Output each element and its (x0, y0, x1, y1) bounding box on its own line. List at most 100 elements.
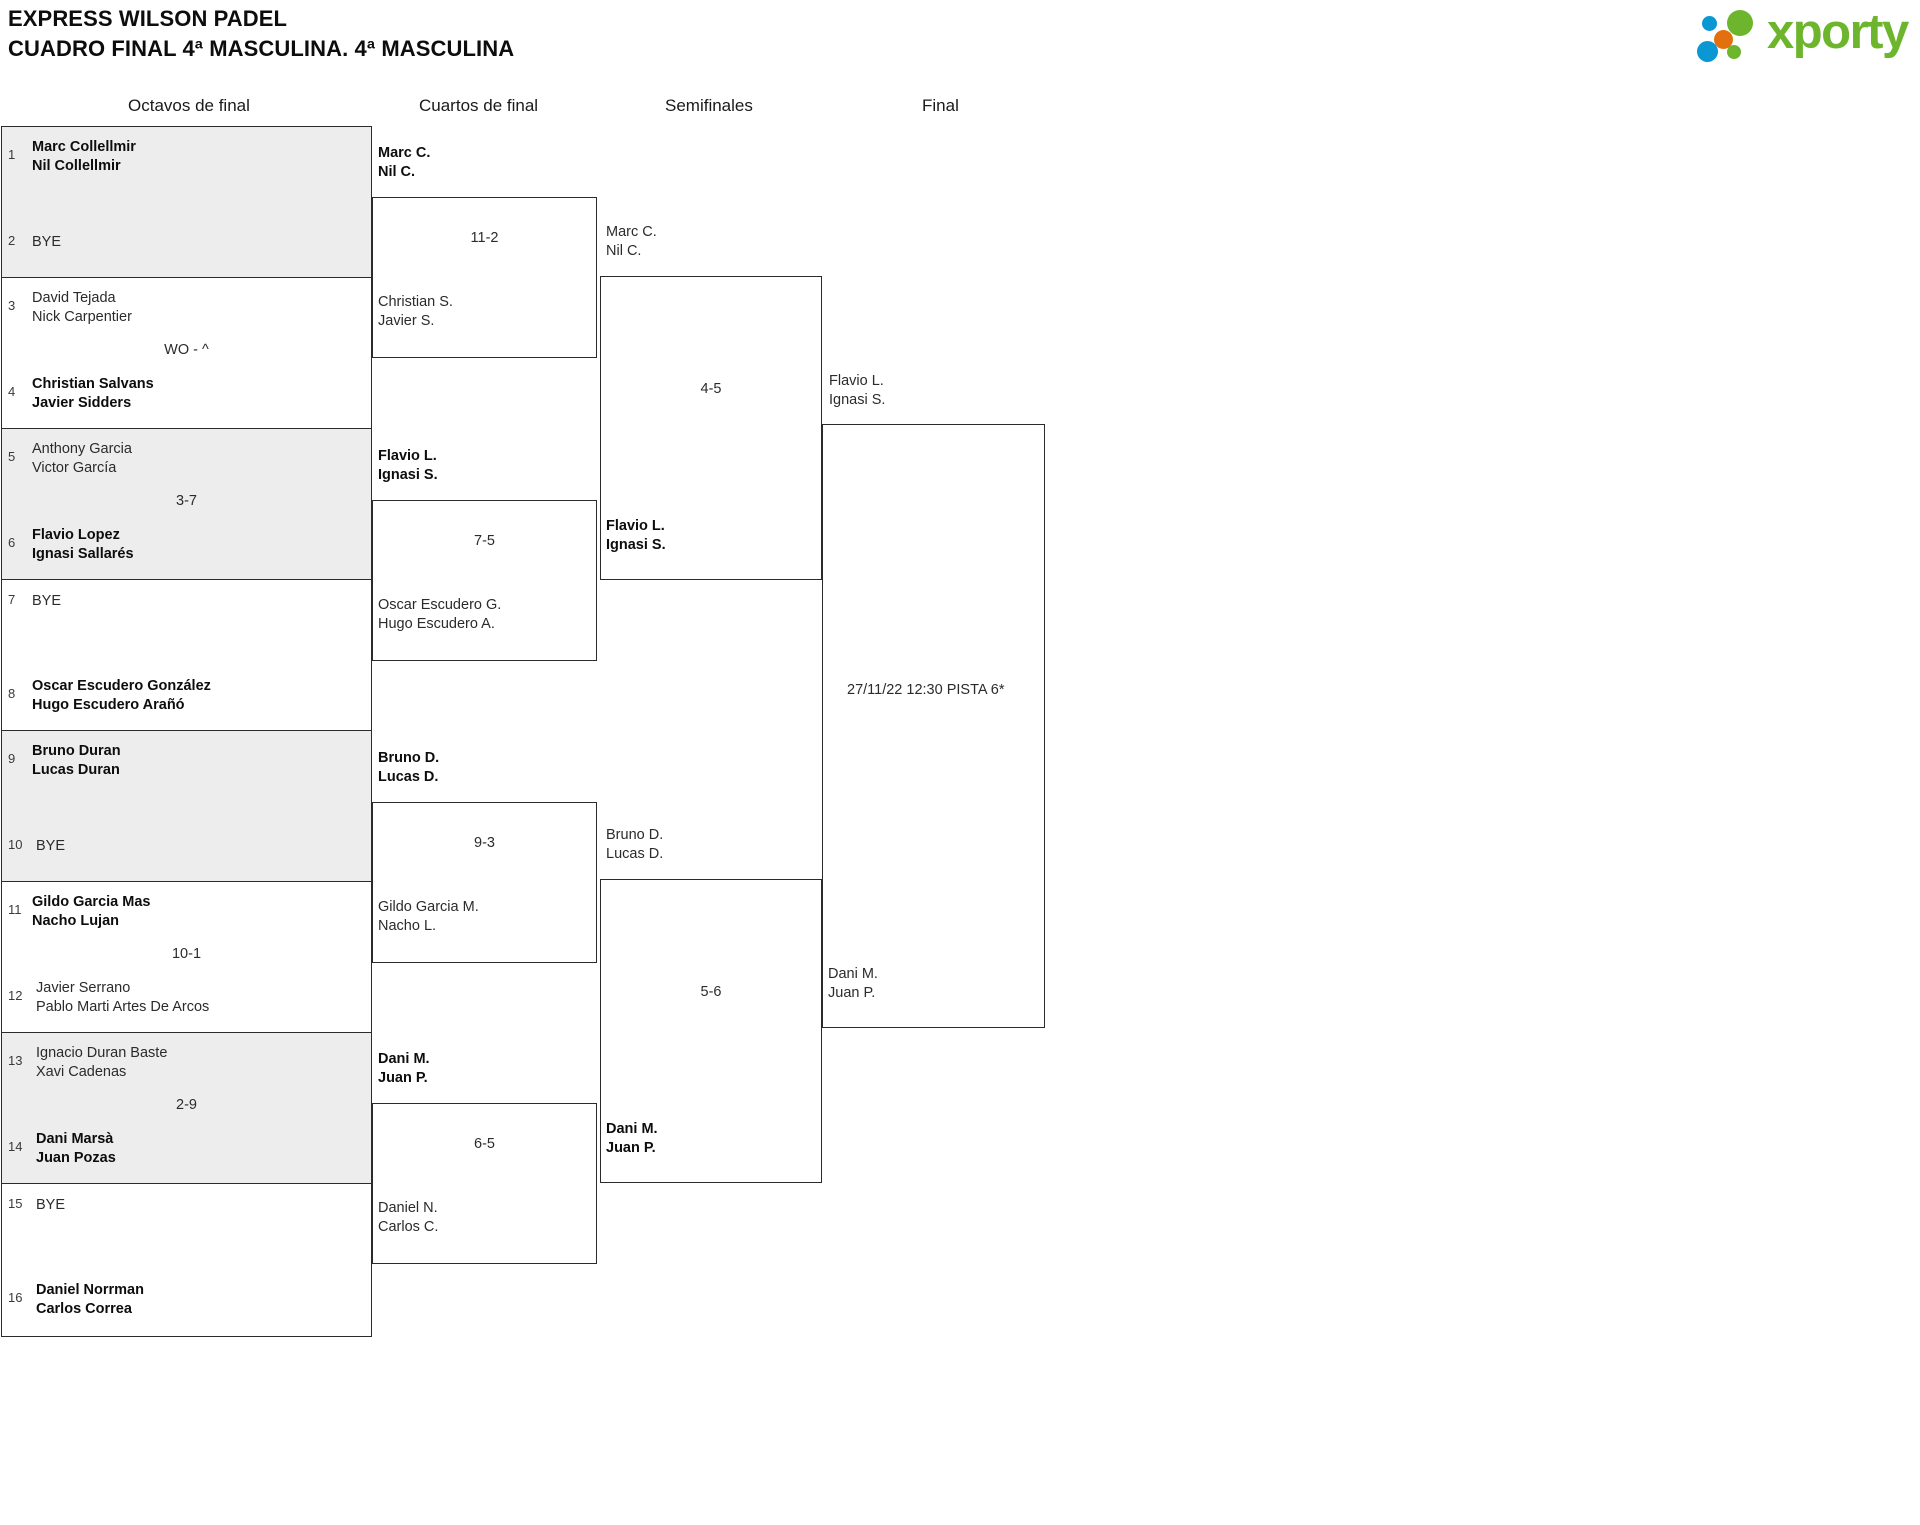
qf-player-name: Lucas D. (378, 769, 439, 785)
match-score: 2-9 (176, 1097, 197, 1113)
sf-player-name: Ignasi S. (606, 537, 666, 553)
column-header-final: Final (922, 96, 959, 115)
match-score: 5-6 (700, 984, 722, 1000)
player-name: Victor García (32, 460, 117, 476)
qf-player-name: Juan P. (378, 1070, 428, 1086)
round-of-16-column: 1 Marc Collellmir Nil Collellmir 2 BYE 3… (1, 126, 372, 1337)
seed-number: 16 (8, 1290, 23, 1305)
match-score: 10-1 (171, 946, 202, 962)
qf-player-name: Hugo Escudero A. (378, 616, 495, 632)
qf-player-name: Nil C. (378, 164, 416, 180)
player-name: Oscar Escudero González (32, 678, 211, 694)
qf-player-name: Christian S. (378, 294, 453, 310)
seed-number: 8 (8, 686, 16, 701)
player-name: Gildo Garcia Mas (32, 894, 151, 910)
player-name: BYE (32, 593, 62, 609)
qf-player-name: Daniel N. (378, 1200, 438, 1216)
player-name: Javier Sidders (32, 395, 132, 411)
final-player-name: Dani M. (828, 966, 878, 982)
r16-match[interactable]: 9 Bruno Duran Lucas Duran 10 BYE (2, 731, 371, 882)
seed-number: 14 (8, 1139, 23, 1154)
player-name: Flavio Lopez (32, 527, 120, 543)
qf-player-name: Oscar Escudero G. (378, 597, 502, 613)
seed-number: 13 (8, 1053, 23, 1068)
r16-match[interactable]: 5 Anthony Garcia Victor García 3-7 6 Fla… (2, 429, 371, 580)
player-name: Christian Salvans (32, 376, 154, 392)
qf-match-box[interactable]: 7-5 Oscar Escudero G. Hugo Escudero A. (372, 500, 597, 661)
final-schedule-note: 27/11/22 12:30 PISTA 6* (847, 682, 1005, 698)
player-name: Javier Serrano (36, 980, 131, 996)
player-name: BYE (32, 234, 62, 250)
final-player-name: Ignasi S. (829, 392, 886, 408)
qf-player-name: Nacho L. (378, 918, 437, 934)
tournament-name: EXPRESS WILSON PADEL (8, 6, 288, 31)
seed-number: 6 (8, 535, 16, 550)
qf-player-name: Carlos C. (378, 1219, 439, 1235)
qf-player-name: Bruno D. (378, 750, 440, 766)
qf-match-box[interactable]: 6-5 Daniel N. Carlos C. (372, 1103, 597, 1264)
column-header-cuartos: Cuartos de final (419, 96, 539, 115)
player-name: Nil Collellmir (32, 158, 121, 174)
seed-number: 2 (8, 233, 16, 248)
seed-number: 9 (8, 751, 16, 766)
player-name: Carlos Correa (36, 1301, 132, 1317)
qf-player-name: Dani M. (378, 1051, 430, 1067)
player-name: Daniel Norrman (36, 1282, 144, 1298)
qf-player-name: Javier S. (378, 313, 435, 329)
sf-player-name: Bruno D. (606, 827, 664, 843)
seed-number: 4 (8, 384, 16, 399)
player-name: Nick Carpentier (32, 309, 132, 325)
logo-wordmark: xporty (1767, 5, 1909, 59)
seed-number: 5 (8, 449, 16, 464)
final-player-name: Juan P. (828, 985, 876, 1001)
sf-match-box[interactable]: 5-6 Dani M. Juan P. (600, 879, 822, 1183)
sf-player-name: Flavio L. (606, 518, 665, 534)
r16-match[interactable]: 13 Ignacio Duran Baste Xavi Cadenas 2-9 … (2, 1033, 371, 1184)
player-name: Marc Collellmir (32, 139, 136, 155)
r16-match[interactable]: 15 BYE 16 Daniel Norrman Carlos Correa (2, 1184, 371, 1336)
seed-number: 10 (8, 837, 23, 852)
player-name: BYE (36, 1197, 66, 1213)
player-name: Lucas Duran (32, 762, 120, 778)
player-name: Xavi Cadenas (36, 1064, 127, 1080)
player-name: Ignacio Duran Baste (36, 1045, 168, 1061)
column-header-semifinales: Semifinales (665, 96, 753, 115)
r16-match[interactable]: 11 Gildo Garcia Mas Nacho Lujan 10-1 12 … (2, 882, 371, 1033)
sf-player-name: Marc C. (606, 224, 657, 240)
player-name: Pablo Marti Artes De Arcos (36, 999, 210, 1015)
seed-number: 11 (8, 902, 22, 917)
match-score: 7-5 (474, 533, 495, 549)
qf-player-name: Gildo Garcia M. (378, 899, 479, 915)
player-name: Juan Pozas (36, 1150, 116, 1166)
qf-match-box[interactable]: 9-3 Gildo Garcia M. Nacho L. (372, 802, 597, 963)
match-score: 3-7 (176, 493, 197, 509)
column-header-octavos: Octavos de final (128, 96, 250, 115)
player-name: BYE (36, 838, 66, 854)
tournament-category: CUADRO FINAL 4ª MASCULINA. 4ª MASCULINA (8, 36, 515, 61)
logo-dots-icon (1697, 10, 1765, 62)
page-header: EXPRESS WILSON PADEL CUADRO FINAL 4ª MAS… (0, 0, 1920, 80)
sf-player-name: Dani M. (606, 1121, 658, 1137)
r16-match[interactable]: 7 BYE 8 Oscar Escudero González Hugo Esc… (2, 580, 371, 731)
match-score: 11-2 (470, 230, 499, 246)
final-player-name: Flavio L. (829, 373, 884, 389)
title-block: EXPRESS WILSON PADEL CUADRO FINAL 4ª MAS… (8, 4, 514, 64)
seed-number: 7 (8, 592, 16, 607)
sf-match-box[interactable]: 4-5 Flavio L. Ignasi S. (600, 276, 822, 580)
match-score: 6-5 (474, 1136, 495, 1152)
seed-number: 3 (8, 298, 16, 313)
qf-match-box[interactable]: 11-2 Christian S. Javier S. (372, 197, 597, 358)
player-name: Dani Marsà (36, 1131, 114, 1147)
qf-player-name: Marc C. (378, 145, 431, 161)
r16-match[interactable]: 3 David Tejada Nick Carpentier WO - ^ 4 … (2, 278, 371, 429)
match-score: 4-5 (700, 381, 722, 397)
r16-match[interactable]: 1 Marc Collellmir Nil Collellmir 2 BYE (2, 127, 371, 278)
final-match-box[interactable]: 27/11/22 12:30 PISTA 6* Dani M. Juan P. (822, 424, 1045, 1028)
player-name: Hugo Escudero Arañó (32, 697, 185, 713)
match-score: 9-3 (474, 835, 495, 851)
xporty-logo[interactable]: xporty (1697, 5, 1910, 62)
seed-number: 15 (8, 1196, 23, 1211)
seed-number: 1 (8, 147, 16, 162)
sf-player-name: Lucas D. (606, 846, 664, 862)
